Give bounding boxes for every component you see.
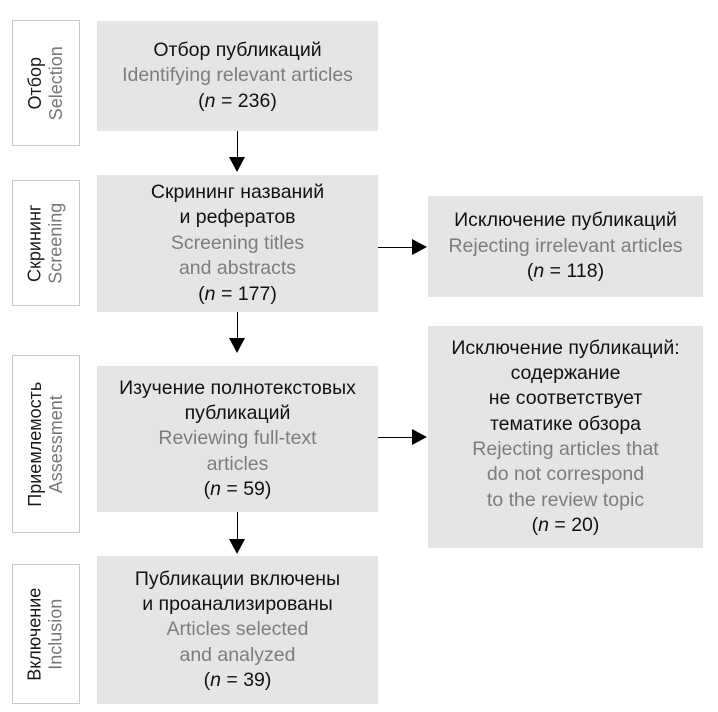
- count-value: 20: [571, 514, 593, 537]
- count-value: 236: [237, 89, 271, 112]
- box-assessment: Изучение полнотекстовых публикаций Revie…: [97, 366, 378, 512]
- count-n-symbol: n: [533, 260, 545, 283]
- box-exclusion-assessment-en-line-2: to the review topic: [486, 488, 645, 511]
- count-prefix: (: [203, 478, 211, 501]
- count-equals: =: [215, 89, 238, 112]
- box-selection-ru-line-0: Отбор публикаций: [153, 38, 322, 61]
- stage-label-assessment: Приемлемость Assessment: [12, 355, 80, 533]
- count-n-symbol: n: [204, 89, 216, 112]
- box-exclusion-screening-ru-line-0: Исключение публикаций: [454, 209, 677, 232]
- count-equals: =: [220, 478, 244, 501]
- box-exclusion-screening: Исключение публикаций Rejecting irreleva…: [428, 196, 703, 297]
- box-inclusion-ru-line-1: и проанализированы: [142, 592, 333, 615]
- count-prefix: (: [203, 669, 211, 692]
- box-exclusion-assessment-count: (n = 20): [532, 513, 600, 538]
- count-equals: =: [220, 669, 244, 692]
- arrow-assessment-to-exclusion-head: [412, 429, 427, 445]
- count-suffix: ): [592, 514, 600, 537]
- count-n-symbol: n: [204, 282, 216, 305]
- box-exclusion-assessment-en-line-0: Rejecting articles that: [472, 438, 659, 460]
- count-n-symbol: n: [210, 669, 221, 692]
- box-screening-en-line-1: and abstracts: [178, 257, 297, 280]
- count-prefix: (: [198, 282, 205, 305]
- box-assessment-ru-line-1: публикаций: [184, 401, 291, 424]
- count-equals: =: [215, 282, 238, 305]
- box-exclusion-screening-en-line-0: Rejecting irrelevant articles: [448, 234, 683, 257]
- box-selection: Отбор публикаций Identifying relevant ar…: [97, 21, 378, 131]
- box-assessment-en-line-1: articles: [206, 452, 269, 475]
- box-inclusion-en-line-0: Articles selected: [166, 618, 309, 641]
- count-suffix: ): [270, 282, 277, 305]
- box-exclusion-assessment-en-line-1: do not correspond: [486, 463, 645, 486]
- arrow-selection-to-screening-line: [237, 131, 238, 160]
- stage-label-inclusion-ru: Включение: [24, 587, 45, 681]
- box-exclusion-assessment: Исключение публикаций: содержание не соо…: [428, 326, 703, 548]
- box-screening: Скрининг названий и рефератов Screening …: [97, 175, 378, 312]
- arrow-assessment-to-inclusion-head: [229, 539, 245, 554]
- box-inclusion-count: (n = 39): [204, 668, 272, 693]
- stage-label-inclusion: Включение Inclusion: [12, 564, 80, 704]
- count-prefix: (: [198, 89, 205, 112]
- stage-label-assessment-ru: Приемлемость: [24, 381, 45, 507]
- count-prefix: (: [531, 514, 539, 537]
- box-exclusion-assessment-ru-line-1: содержание: [510, 361, 621, 384]
- box-exclusion-assessment-ru-line-0: Исключение публикаций:: [451, 336, 680, 359]
- count-suffix: ): [270, 89, 277, 112]
- box-assessment-en-line-0: Reviewing full-text: [158, 427, 317, 450]
- stage-label-selection: Отбор Selection: [12, 20, 80, 146]
- count-equals: =: [544, 260, 567, 283]
- box-inclusion-ru-line-0: Публикации включены: [134, 567, 341, 590]
- count-value: 59: [243, 478, 265, 501]
- box-selection-en-line-0: Identifying relevant articles: [122, 64, 353, 87]
- count-n-symbol: n: [538, 514, 549, 537]
- stage-label-screening: Скрининг Screening: [12, 180, 80, 306]
- count-suffix: ): [264, 478, 272, 501]
- count-value: 39: [243, 669, 265, 692]
- arrow-screening-to-exclusion-head: [412, 239, 427, 255]
- arrow-assessment-to-exclusion-line: [378, 437, 414, 438]
- box-selection-count: (n = 236): [198, 89, 277, 114]
- count-suffix: ): [597, 260, 605, 283]
- stage-label-selection-ru: Отбор: [24, 56, 45, 110]
- arrow-screening-to-assessment-head: [229, 338, 245, 353]
- box-screening-ru-line-0: Скрининг названий: [150, 181, 325, 204]
- stage-label-assessment-en: Assessment: [46, 394, 67, 494]
- count-equals: =: [548, 514, 572, 537]
- box-assessment-ru-line-0: Изучение полнотекстовых: [119, 376, 356, 399]
- stage-label-selection-en: Selection: [46, 45, 66, 121]
- count-suffix: ): [264, 669, 272, 692]
- count-value: 177: [237, 282, 271, 305]
- box-assessment-count: (n = 59): [204, 477, 272, 502]
- box-exclusion-assessment-ru-line-3: тематике обзора: [489, 412, 642, 435]
- arrow-selection-to-screening-head: [229, 157, 245, 172]
- stage-label-screening-en: Screening: [46, 202, 66, 284]
- box-screening-ru-line-1: и рефератов: [179, 206, 296, 229]
- count-prefix: (: [526, 260, 534, 283]
- count-n-symbol: n: [210, 478, 221, 501]
- box-exclusion-screening-count: (n = 118): [527, 259, 604, 284]
- count-value: 118: [566, 260, 598, 283]
- stage-label-inclusion-en: Inclusion: [46, 598, 66, 670]
- arrow-screening-to-exclusion-line: [378, 247, 414, 248]
- box-exclusion-assessment-ru-line-2: не соответствует: [488, 387, 643, 410]
- stage-label-screening-ru: Скрининг: [24, 204, 45, 282]
- box-inclusion-en-line-1: and analyzed: [179, 643, 296, 666]
- arrow-screening-to-assessment-line: [237, 312, 238, 341]
- box-screening-count: (n = 177): [198, 282, 277, 307]
- arrow-assessment-to-inclusion-line: [237, 512, 238, 541]
- box-inclusion: Публикации включены и проанализированы A…: [97, 556, 378, 704]
- box-screening-en-line-0: Screening titles: [170, 231, 305, 254]
